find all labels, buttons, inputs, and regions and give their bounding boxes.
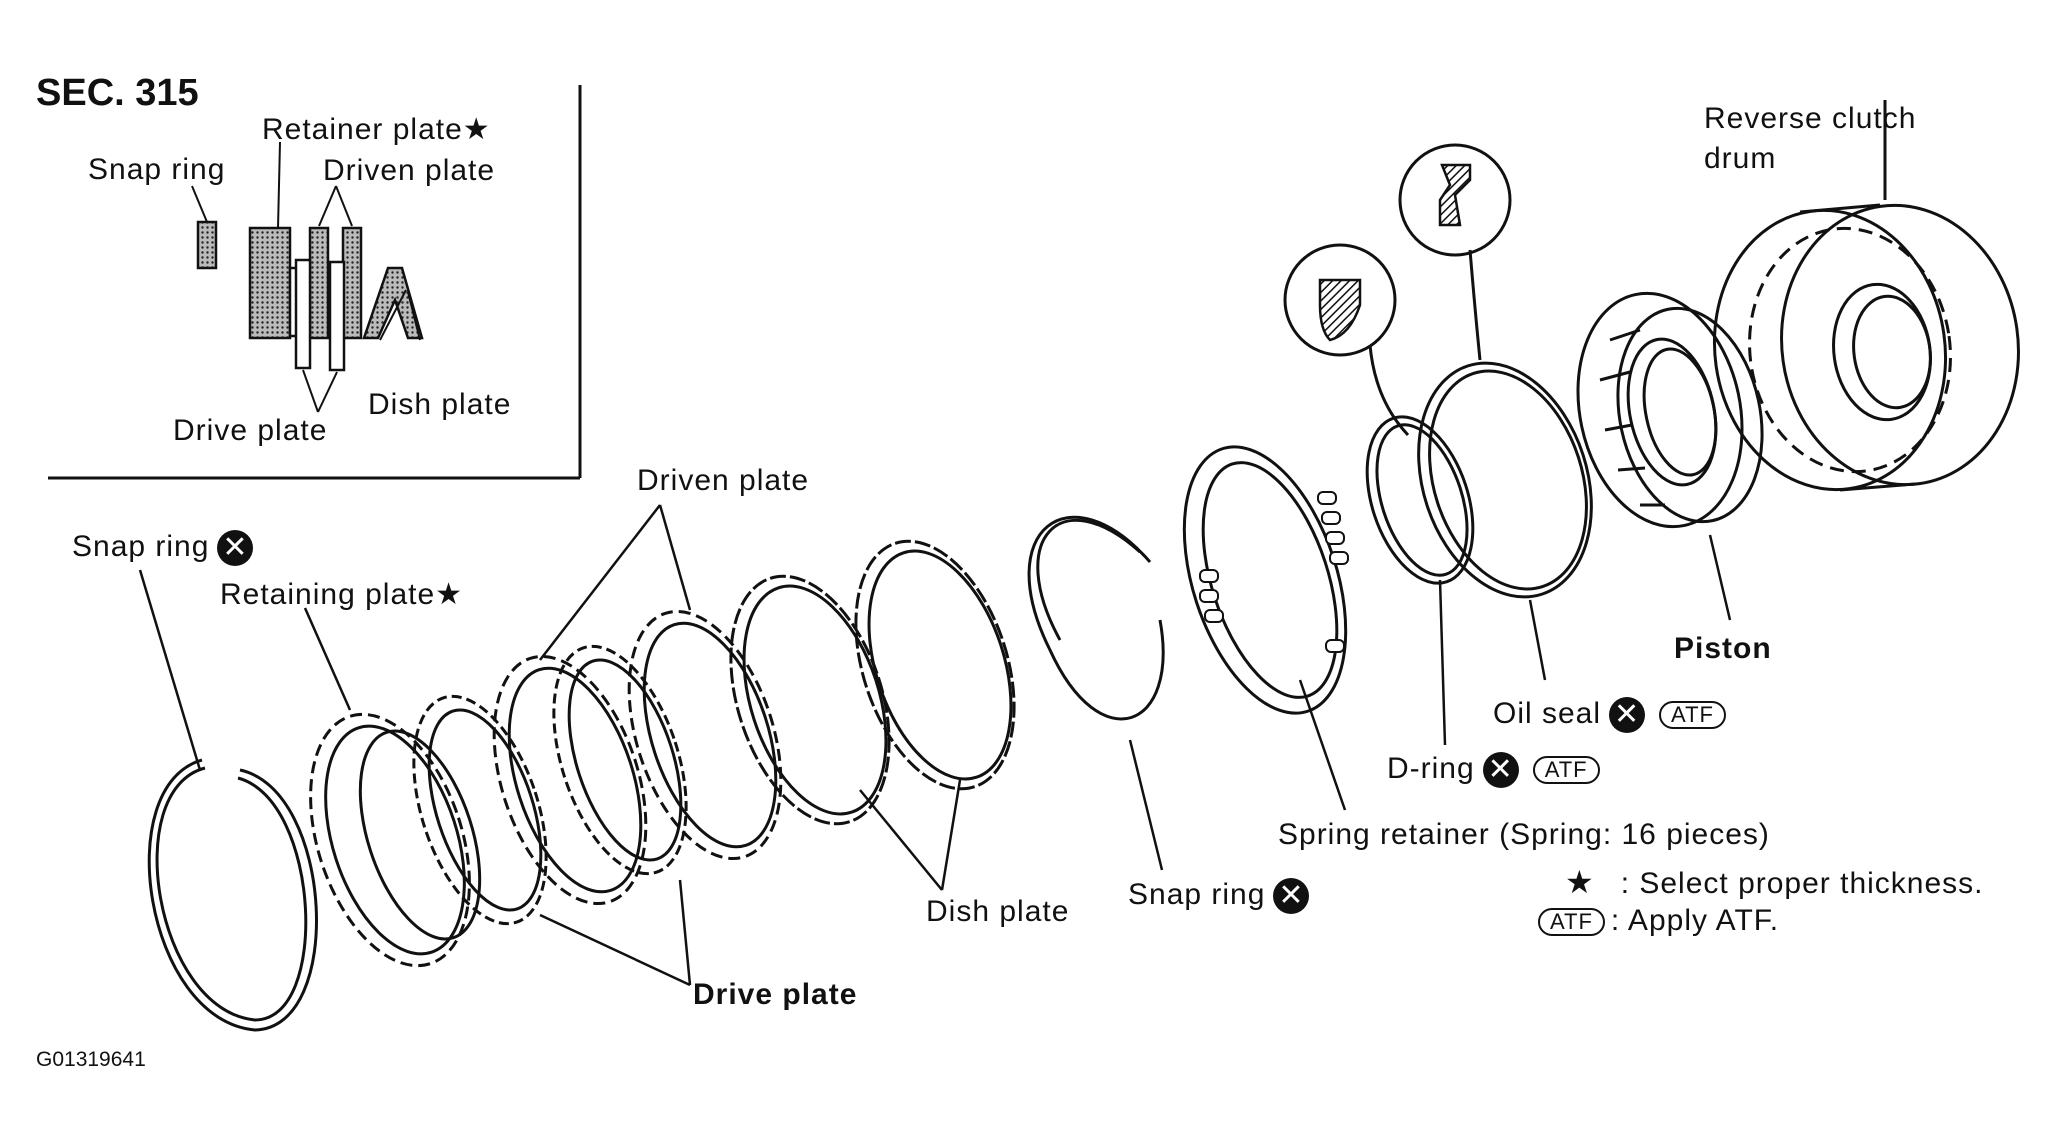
section-label: SEC. 315 [36,72,199,114]
atf-icon: ATF [1659,701,1726,729]
driven-plate-label: Driven plate [637,464,810,497]
snap-ring-left [147,758,318,1032]
inset-leaders [191,141,421,413]
d-ring-section-callout [1283,243,1410,437]
reverse-clutch-drum-label-line1: Reverse clutch [1704,102,1917,135]
spring-retainer [1182,445,1349,715]
dish-plates [729,539,1016,826]
atf-icon: ATF [1538,908,1605,937]
piston-part [1576,291,1764,529]
legend-star-text: : Select proper thickness. [1620,867,1984,900]
inset-snap-ring-label: Snap ring [88,153,226,186]
oil-seal-part [1417,361,1593,599]
retaining-plate-label: Retaining plate★ [220,578,464,611]
snap-ring-left-text: Snap ring [72,529,210,563]
reverse-clutch-drum-label-line2: drum [1704,142,1777,175]
replace-x-icon: ✕ [1482,752,1519,788]
reverse-clutch-drum [1712,100,2020,492]
snap-ring-mid-text: Snap ring [1128,877,1266,911]
retaining-plate [309,712,482,968]
star-icon: ★ [1565,864,1595,900]
d-ring-text: D-ring [1387,751,1475,785]
snap-ring-left-label: Snap ring✕ [72,529,254,566]
oil-seal-label: Oil seal✕ ATF [1493,697,1726,733]
oil-seal-text: Oil seal [1493,696,1602,730]
replace-x-icon: ✕ [217,530,254,566]
snap-ring-mid-label: Snap ring✕ [1128,877,1310,914]
legend-star-row: ★ : Select proper thickness. [1565,866,1984,899]
inset-cross-section [196,220,424,372]
inset-retainer-plate-label: Retainer plate★ [262,113,491,146]
figure-id: G01319641 [36,1048,146,1071]
legend-atf-text: : Apply ATF. [1610,904,1780,937]
spring-retainer-label: Spring retainer (Spring: 16 pieces) [1278,818,1770,851]
inset-dish-plate-label: Dish plate [368,388,512,421]
replace-x-icon: ✕ [1273,878,1310,914]
inset-drive-plate-label: Drive plate [173,414,328,447]
snap-ring-middle [1027,515,1165,721]
drive-plate-label: Drive plate [693,978,858,1011]
inset-driven-plate-label: Driven plate [323,154,496,187]
atf-icon: ATF [1532,756,1600,784]
inset-frame [48,85,582,480]
oil-seal-section-callout [1398,143,1512,361]
replace-x-icon: ✕ [1609,697,1646,733]
dish-plate-label: Dish plate [926,895,1070,928]
piston-label: Piston [1674,632,1772,665]
leader-lines [138,504,1732,987]
d-ring-label: D-ring✕ ATF [1387,752,1600,788]
legend-atf-row: ATF: Apply ATF. [1538,904,1780,937]
